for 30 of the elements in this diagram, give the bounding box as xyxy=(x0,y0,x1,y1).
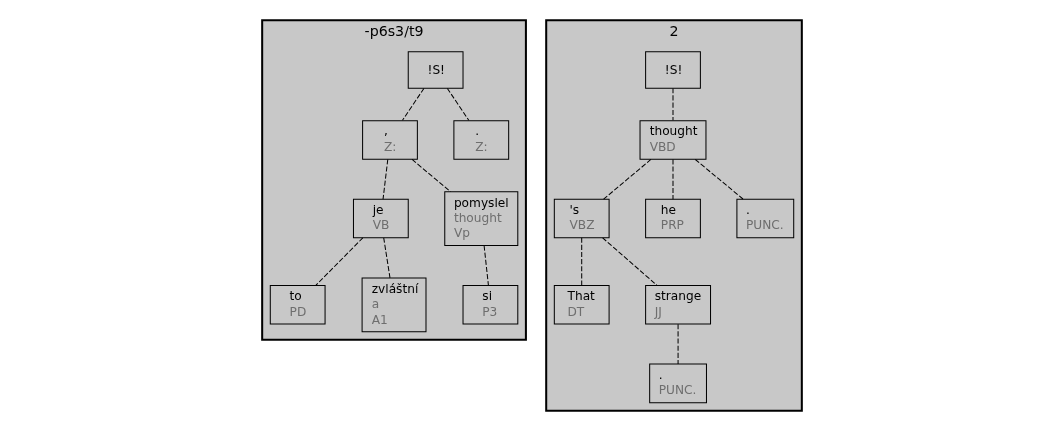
node-box: , Z: xyxy=(361,120,418,160)
connector xyxy=(672,159,673,200)
connector xyxy=(602,159,651,200)
connector xyxy=(314,237,363,286)
connector xyxy=(601,237,657,286)
node-box: si P3 xyxy=(462,285,518,325)
node-box: !S! xyxy=(407,51,464,89)
node-box: . PUNC. xyxy=(735,198,794,239)
connector xyxy=(401,87,424,121)
connector xyxy=(446,87,469,121)
node-box: That DT xyxy=(553,285,610,325)
node-box: !S! xyxy=(644,51,701,89)
node-box: he PRP xyxy=(644,198,701,239)
node-box: thought VBD xyxy=(639,120,706,160)
node-box: . PUNC. xyxy=(648,363,707,404)
connector xyxy=(672,87,673,121)
connector xyxy=(382,159,388,200)
node-box: strange JJ xyxy=(644,285,711,325)
node-box: pomyslel thought Vp xyxy=(443,191,518,246)
connector xyxy=(411,159,451,193)
connector xyxy=(580,237,582,286)
connector xyxy=(694,159,744,200)
node-box: zvláštní a A1 xyxy=(361,277,426,333)
connector xyxy=(483,245,489,286)
node-box: to PD xyxy=(269,285,326,325)
connector xyxy=(382,237,390,279)
node-box: je VB xyxy=(352,198,409,239)
connector xyxy=(677,323,679,365)
node-box: 's VBZ xyxy=(553,198,610,239)
node-box: . Z: xyxy=(452,120,509,160)
